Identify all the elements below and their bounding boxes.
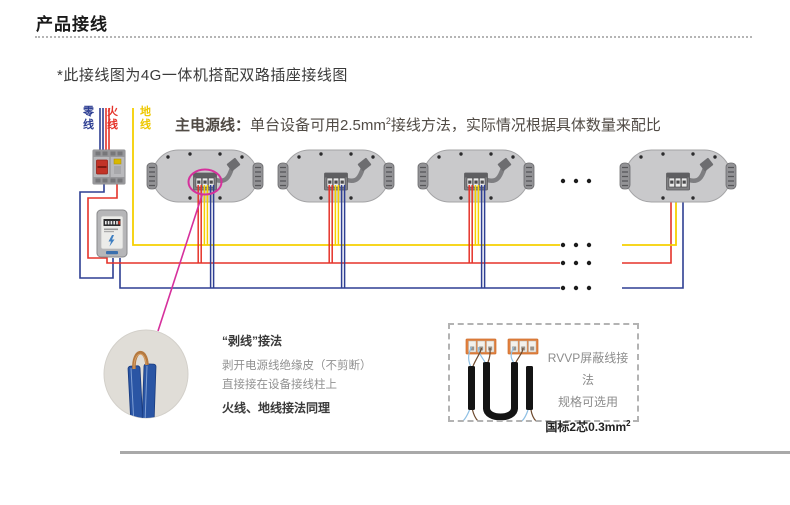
rvvp-terminal-illustration: [462, 338, 539, 422]
main-power-text-b: 接线方法，实际情况根据具体数量来配比: [390, 117, 661, 134]
strip-method-desc2: 直接接在设备接线柱上: [222, 379, 337, 391]
strip-method-note: “剥线”接法 剥开电源线绝缘皮（不剪断） 直接接在设备接线柱上 火线、地线接法同…: [222, 332, 422, 416]
rvvp-info-box: RVVP屏蔽线接法 规格可选用 国标2芯0.3mm2: [448, 323, 639, 434]
main-power-note: 主电源线：单台设备可用2.5mm2接线方法，实际情况根据具体数量来配比: [175, 114, 661, 135]
main-power-label: 主电源线：: [175, 117, 251, 134]
main-power-text-a: 单台设备可用2.5mm: [250, 117, 386, 134]
stripped-wire-photo: [103, 329, 189, 419]
socket-device-4: [620, 150, 736, 202]
ground-wire-label: 地线: [140, 106, 151, 131]
page-title: 产品接线: [36, 15, 108, 34]
live-wire-label: 火线: [107, 106, 118, 131]
continuation-dots: [560, 178, 592, 291]
strip-method-desc1: 剥开电源线绝缘皮（不剪断）: [222, 360, 372, 372]
rvvp-text: RVVP屏蔽线接法 规格可选用 国标2芯0.3mm2: [542, 347, 634, 438]
ground-wire: [132, 108, 677, 246]
circuit-breaker: [92, 149, 126, 185]
electric-meter: [96, 209, 128, 258]
rvvp-line3: 国标2芯0.3mm2: [545, 419, 631, 434]
rvvp-sup: 2: [626, 419, 631, 428]
live-wire: [87, 108, 672, 264]
neutral-wire: [79, 108, 684, 289]
rvvp-line2: 规格可选用: [557, 395, 618, 409]
neutral-wire-label: 零线: [83, 106, 94, 131]
strip-method-same-note: 火线、地线接法同理: [222, 401, 331, 415]
main-power-sup: 2: [385, 116, 391, 126]
rvvp-line1: RVVP屏蔽线接法: [547, 351, 629, 387]
strip-method-title: “剥线”接法: [222, 334, 283, 348]
bottom-divider: [120, 451, 790, 454]
diagram-note: *此接线图为4G一体机搭配双路插座接线图: [57, 67, 348, 84]
annotation-callout: [157, 168, 223, 332]
title-underline: [35, 36, 752, 38]
